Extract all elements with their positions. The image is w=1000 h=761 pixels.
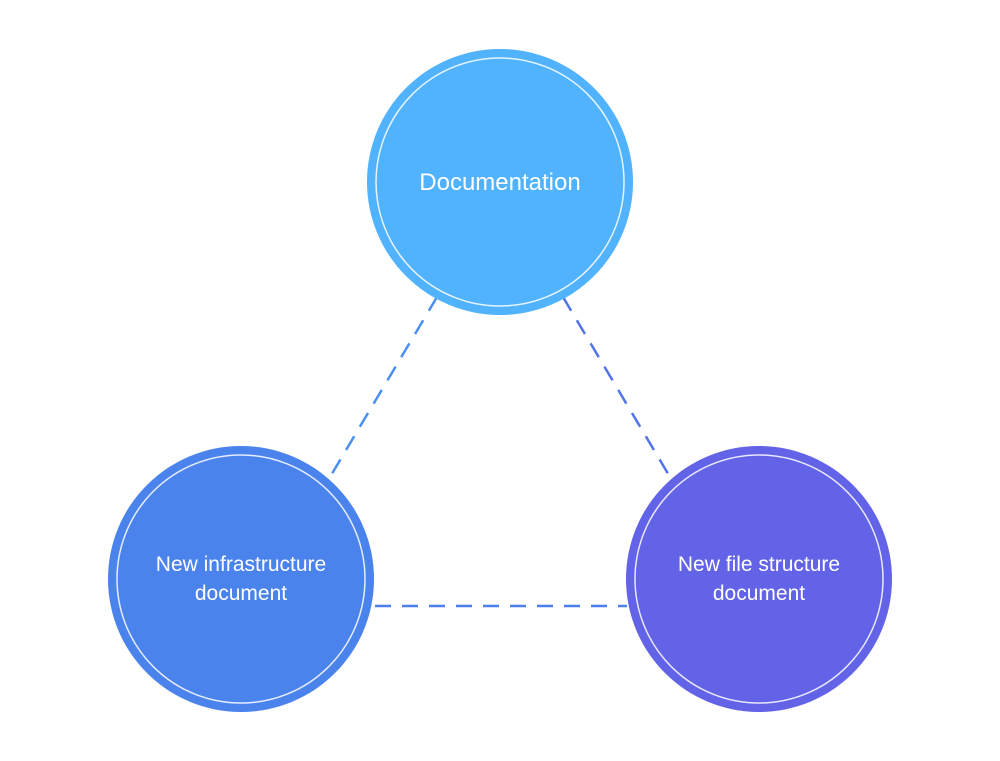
node-file-structure	[626, 446, 892, 712]
edge-documentation-file-structure	[561, 296, 672, 478]
node-infrastructure	[108, 446, 374, 712]
node-documentation	[367, 49, 633, 315]
edge-documentation-infrastructure	[328, 296, 439, 478]
